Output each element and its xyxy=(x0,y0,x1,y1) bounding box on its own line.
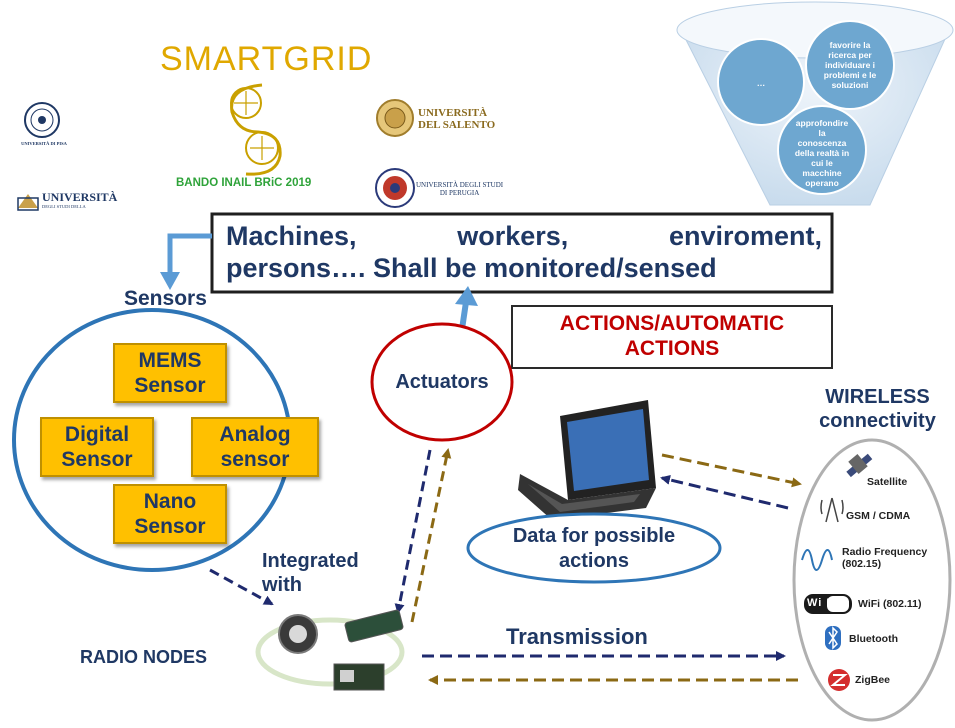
wireless-item-satellite: Satellite xyxy=(867,476,908,488)
mems-line-2: Sensor xyxy=(134,374,206,397)
integrated-line-1: Integrated xyxy=(262,550,359,572)
salento-seal xyxy=(376,99,414,137)
headline-line-2: persons…. Shall be monitored/sensed xyxy=(226,253,717,283)
wireless-item-gsm: GSM / CDMA xyxy=(846,510,911,522)
pisa-logo-text: UNIVERSITÀ DI PISA xyxy=(21,141,67,146)
nano-line-1: Nano xyxy=(143,490,197,513)
data-line-2: actions xyxy=(558,550,630,572)
integrated-line-2: with xyxy=(262,574,302,596)
smartgrid-logo-text: SMARTGRID xyxy=(160,40,373,78)
headline-text: Machines, workers, enviroment, persons….… xyxy=(226,220,822,284)
wireless-title: WIRELESS connectivity xyxy=(800,385,955,433)
perugia-logo-text: UNIVERSITÀ DEGLI STUDI DI PERUGIA xyxy=(416,181,503,197)
headline-word-machines: Machines, xyxy=(226,221,357,251)
mems-line-1: MEMS xyxy=(138,349,202,372)
radio-nodes-image xyxy=(255,609,405,691)
perugia-seal xyxy=(375,168,415,208)
wireless-to-laptop-arrow xyxy=(660,474,789,510)
salento-line-2: DEL SALENTO xyxy=(418,119,496,131)
actuators-to-nodes-arrow xyxy=(394,449,432,614)
integrated-with-label: Integrated with xyxy=(262,549,359,597)
actions-line-1: ACTIONS/AUTOMATIC xyxy=(559,312,785,335)
digital-line-1: Digital xyxy=(64,423,130,446)
radio-wave-icon xyxy=(801,549,833,571)
data-text: Data for possible actions xyxy=(478,524,710,574)
zigbee-icon xyxy=(828,669,850,691)
wireless-item-radio-frequency: Radio Frequency (802.15) xyxy=(842,546,928,570)
actions-box xyxy=(511,305,833,369)
antenna-icon xyxy=(820,497,844,523)
nano-sensor-box: Nano Sensor xyxy=(113,484,227,544)
laptop-to-wireless-arrow xyxy=(661,453,802,488)
perugia-line-2: DI PERUGIA xyxy=(439,189,480,197)
funnel-bubble-3 xyxy=(777,105,867,195)
headline-word-workers: workers, xyxy=(457,221,569,251)
digital-sensor-box: Digital Sensor xyxy=(40,417,154,477)
funnel-bubble-2 xyxy=(805,20,895,110)
roma-line-2: DEGLI STUDI DELLA xyxy=(42,204,86,209)
wireless-item-bluetooth: Bluetooth xyxy=(849,633,898,645)
actuators-label: Actuators xyxy=(395,371,489,393)
headline-to-sensors-arrow xyxy=(167,233,212,276)
analog-line-2: sensor xyxy=(220,448,290,471)
funnel-bubble-3-text: approfondire la conoscenza della realtà … xyxy=(794,118,850,188)
funnel-graphic xyxy=(676,1,954,206)
headline-box xyxy=(210,212,834,294)
salento-line-1: UNIVERSITÀ xyxy=(418,107,488,119)
sensors-title: Sensors xyxy=(124,287,207,310)
analog-sensor-box: Analog sensor xyxy=(191,417,319,477)
digital-line-2: Sensor xyxy=(61,448,133,471)
salento-logo-text: UNIVERSITÀ DEL SALENTO xyxy=(418,107,495,131)
wireless-item-wifi: WiFi (802.11) xyxy=(858,598,922,610)
funnel-bubble-1-text: … xyxy=(756,78,766,88)
actuators-ellipse xyxy=(370,322,514,442)
roma-line-1: UNIVERSITÀ xyxy=(42,190,118,204)
funnel-bubble-2-text: favorire la ricerca per individuare i pr… xyxy=(823,40,877,90)
data-ellipse xyxy=(466,512,722,584)
nodes-to-actuators-arrow xyxy=(410,448,452,623)
headline-word-enviroment: enviroment, xyxy=(668,221,822,251)
actions-line-2: ACTIONS xyxy=(624,337,720,360)
laptop-image xyxy=(518,400,656,520)
headline-line-1: Machines, workers, enviroment, xyxy=(226,220,822,252)
wifi-logo-text: Wi Fi xyxy=(807,597,838,609)
funnel-bubble-1 xyxy=(717,38,805,126)
analog-line-1: Analog xyxy=(219,423,291,446)
data-line-1: Data for possible xyxy=(512,525,676,547)
transmission-label: Transmission xyxy=(506,624,648,649)
roma-logo-mark xyxy=(17,194,39,211)
pisa-seal xyxy=(24,102,60,138)
mems-sensor-box: MEMS Sensor xyxy=(113,343,227,403)
wireless-item-zigbee: ZigBee xyxy=(855,674,891,686)
wireless-title-line-1: WIRELESS xyxy=(825,386,930,408)
wireless-title-line-2: connectivity xyxy=(819,410,936,432)
perugia-line-1: UNIVERSITÀ DEGLI STUDI xyxy=(416,181,504,189)
sensors-to-nodes-arrow xyxy=(209,568,274,606)
actions-text: ACTIONS/AUTOMATIC ACTIONS xyxy=(514,311,830,361)
radio-nodes-label: RADIO NODES xyxy=(80,647,208,667)
nano-line-2: Sensor xyxy=(134,515,206,538)
bluetooth-icon xyxy=(825,626,841,650)
wifi-logo-label: Wi Fi xyxy=(807,597,839,609)
roma-logo-text: UNIVERSITÀ DEGLI STUDI DELLA xyxy=(42,190,118,211)
satellite-icon xyxy=(846,453,873,478)
smartgrid-mark xyxy=(230,83,282,176)
bando-label: BANDO INAIL BRiC 2019 xyxy=(176,177,312,189)
